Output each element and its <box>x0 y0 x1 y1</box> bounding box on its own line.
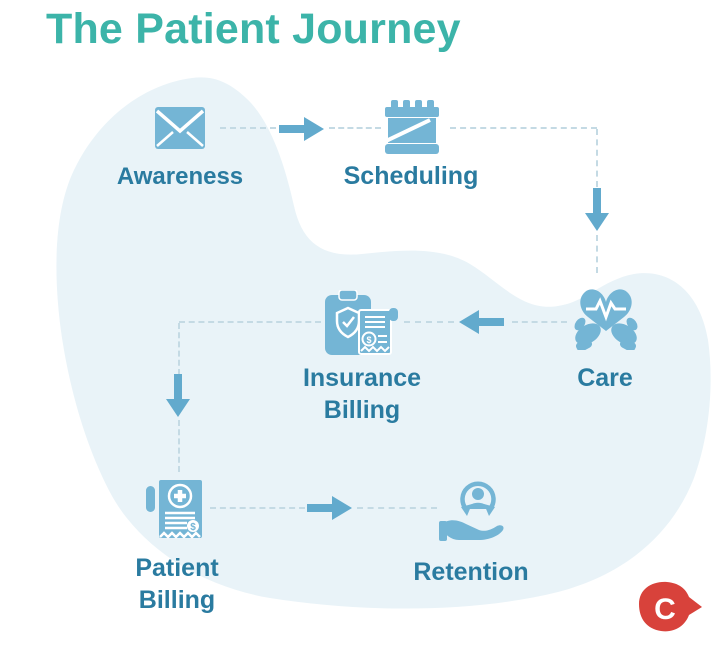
connector-scheduling-care-h <box>450 127 597 129</box>
arrow-down-icon <box>585 188 609 231</box>
connector-insurance-patient-h <box>179 321 321 323</box>
calendar-icon <box>384 100 439 154</box>
connector-awareness-scheduling-2 <box>329 127 381 129</box>
page-title: The Patient Journey <box>46 5 461 53</box>
brand-logo-letter: C <box>654 593 676 626</box>
connector-insurance-patient-v <box>178 323 180 375</box>
connector-awareness-scheduling <box>220 127 276 129</box>
hand-holding-person-icon <box>439 481 504 541</box>
connector-scheduling-care-v2 <box>596 235 598 273</box>
step-label-scheduling: Scheduling <box>343 162 479 190</box>
hands-holding-heart-icon <box>574 289 638 350</box>
medical-bill-icon: $ <box>146 480 202 539</box>
connector-patient-retention-2 <box>357 507 437 509</box>
connector-care-insurance <box>512 321 567 323</box>
step-label-insurance-billing: Insurance Billing <box>302 364 422 424</box>
step-label-awareness: Awareness <box>116 163 244 190</box>
step-label-patient-billing: Patient Billing <box>135 554 219 614</box>
svg-text:$: $ <box>366 335 371 345</box>
svg-text:$: $ <box>190 522 196 533</box>
step-label-retention: Retention <box>413 558 529 586</box>
connector-insurance-patient-v2 <box>178 420 180 472</box>
connector-patient-retention <box>210 507 305 509</box>
arrow-down-icon <box>166 374 190 417</box>
envelope-icon <box>155 107 205 149</box>
step-label-care: Care <box>577 364 633 392</box>
arrow-right-icon <box>279 117 324 141</box>
connector-scheduling-care-v <box>596 129 598 187</box>
connector-care-insurance-2 <box>404 321 454 323</box>
arrow-left-icon <box>459 310 504 334</box>
brand-logo: C <box>639 581 702 632</box>
insurance-clipboard-icon: $ <box>325 290 398 355</box>
arrow-right-icon <box>307 496 352 520</box>
